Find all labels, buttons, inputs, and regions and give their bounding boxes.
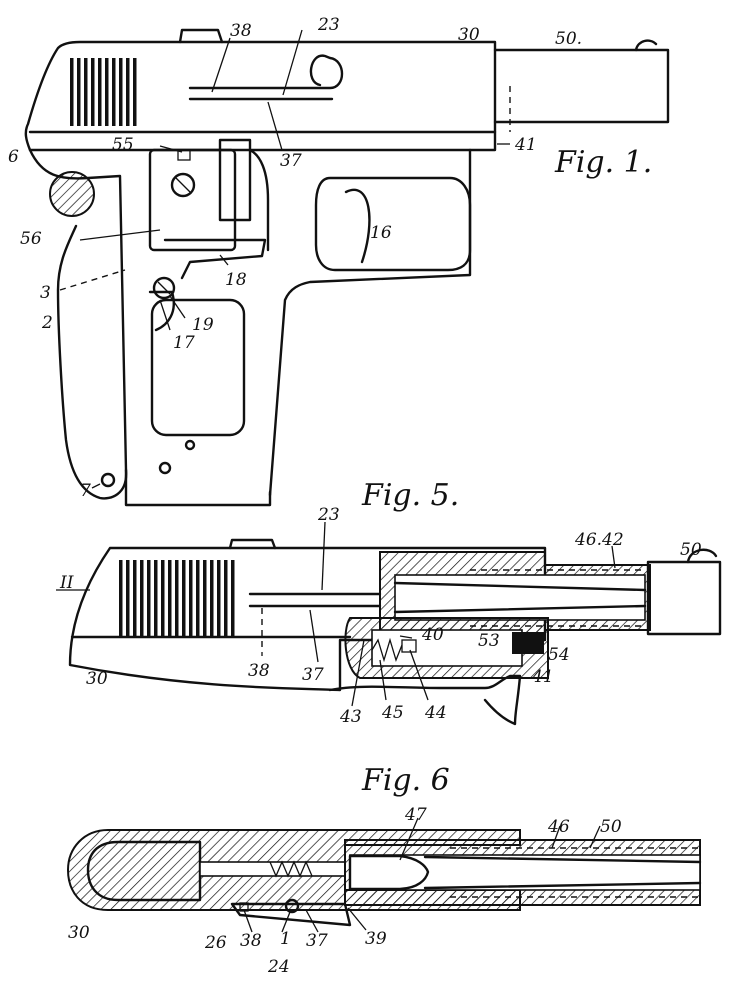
fig1-ref-23: 23: [317, 15, 340, 35]
fig5-ref-41: 41: [531, 667, 554, 687]
fig5-ref-30: 30: [86, 669, 108, 689]
fig1-frame: [28, 148, 128, 500]
fig1-serrations: [68, 58, 140, 126]
fig5-ref-40: 40: [421, 625, 444, 645]
fig1-barrel: [493, 48, 670, 124]
fig6-ref-30: 30: [68, 923, 90, 943]
fig1-ref-7: 7: [80, 481, 91, 501]
figure-6: 47 46 50 30 26 38 1 37 39 24: [66, 805, 702, 977]
fig1-label: Fig. 1.: [554, 145, 652, 180]
fig1-ejection-slot: [188, 54, 344, 90]
fig5-ref-44: 44: [424, 703, 447, 723]
fig6-cartridge: [348, 854, 430, 891]
fig6-ref-50: 50: [600, 817, 622, 837]
fig6-ref-1: 1: [280, 929, 291, 949]
fig1-ref-38: 38: [230, 21, 252, 41]
fig5-serrations: [118, 560, 236, 636]
fig5-ref-37: 37: [302, 665, 324, 685]
fig5-ref-II: II: [59, 573, 74, 593]
fig1-ref-16: 16: [370, 223, 392, 243]
fig5-ref-23: 23: [317, 505, 340, 525]
fig6-label: Fig. 6: [361, 763, 450, 798]
fig5-ref-54: 54: [548, 645, 570, 665]
fig6-ref-46: 46: [547, 817, 570, 837]
fig6-ref-26: 26: [204, 933, 227, 953]
fig1-ref-50: 50.: [555, 29, 582, 49]
fig5-ref-50: 50: [680, 540, 702, 560]
fig6-ref-24: 24: [267, 957, 290, 977]
fig1-slide-outline: [24, 40, 497, 152]
fig1-ref-6: 6: [8, 147, 19, 167]
fig1-ref-3: 3: [40, 283, 51, 303]
fig1-ref-56: 56: [20, 229, 42, 249]
fig1-ref-18: 18: [225, 270, 247, 290]
fig1-ref-17: 17: [173, 333, 195, 353]
fig6-ref-39: 39: [365, 929, 387, 949]
fig1-ref-30: 30: [458, 25, 480, 45]
fig6-ref-37: 37: [306, 931, 328, 951]
fig5-spring: [470, 569, 645, 627]
fig1-ref-19: 19: [192, 315, 214, 335]
fig1-ref-41: 41: [514, 135, 537, 155]
fig5-ref-45: 45: [381, 703, 404, 723]
fig6-ref-38: 38: [240, 931, 262, 951]
fig6-ref-47: 47: [404, 805, 427, 825]
fig1-ref-2: 2: [41, 313, 53, 333]
fig5-muzzle: [646, 560, 722, 636]
fig5-ref-46-42: 46.42: [574, 530, 624, 550]
fig5-ref-53: 53: [478, 631, 500, 651]
fig1-trigger-guard: [314, 176, 472, 272]
figure-5: 23 46.42 50 II 40 53 54 30 38 37 41 43 4…: [56, 505, 722, 727]
fig1-hammer-knob: [49, 171, 95, 217]
fig1-grip-panel: [150, 298, 246, 437]
fig1-ref-37: 37: [280, 151, 302, 171]
fig5-ref-43: 43: [339, 707, 362, 727]
fig5-label: Fig. 5.: [361, 478, 459, 513]
fig5-ref-38: 38: [248, 661, 270, 681]
figure-1: 38 23 30 50. 6 55 37 41 16 56 18 3 19 2 …: [8, 15, 670, 507]
fig1-ref-55: 55: [112, 135, 134, 155]
